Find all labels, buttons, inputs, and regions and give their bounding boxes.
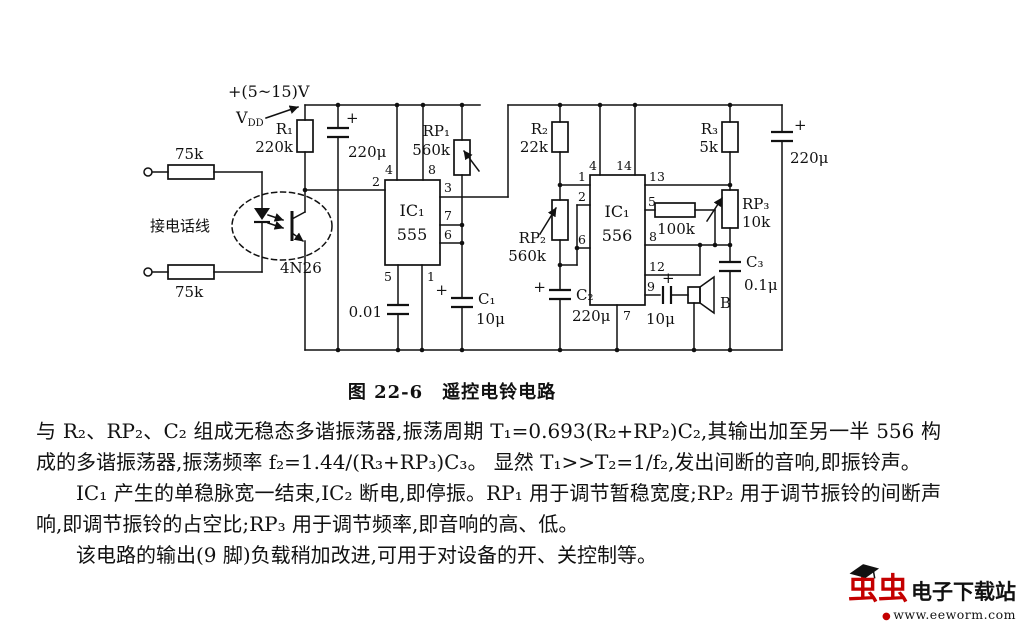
cap-right-plus: +	[794, 116, 807, 134]
c1-plus: +	[435, 281, 448, 299]
paragraph-1: 与 R₂、RP₂、C₂ 组成无稳态多谐振荡器,振荡周期 T₁=0.693(R₂+…	[36, 419, 941, 474]
capacitor-220u-left	[327, 102, 349, 353]
resistor-r2	[551, 102, 591, 201]
pin556-9: 9	[647, 279, 655, 294]
c2-plus: +	[533, 278, 546, 296]
r100k-label: 100k	[657, 220, 696, 238]
cap-left-value: 220μ	[348, 143, 387, 161]
cap-left-plus: +	[346, 109, 359, 127]
body-text: 与 R₂、RP₂、C₂ 组成无稳态多谐振荡器,振荡周期 T₁=0.693(R₂+…	[36, 416, 941, 571]
c001-label: 0.01	[349, 303, 382, 321]
resistor-r1	[296, 104, 386, 213]
capacitor-c3	[719, 260, 741, 353]
c1-label: C₁	[478, 290, 496, 308]
logo-bullet: ●	[881, 611, 892, 622]
c3-value: 0.1μ	[744, 276, 778, 294]
resistor-75k-bottom	[167, 264, 215, 280]
resistor-r3	[721, 102, 739, 191]
vdd-sub-label: DD	[248, 118, 264, 129]
r3-label: R₃	[701, 120, 718, 138]
c3-label: C₃	[746, 253, 764, 271]
ic556-model: 556	[602, 226, 633, 245]
pin555-1: 1	[427, 269, 435, 284]
resistor-75k-bottom-label: 75k	[175, 283, 204, 301]
resistor-75k-top-label: 75k	[175, 145, 204, 163]
led-icon	[254, 208, 270, 220]
rp3-value: 10k	[742, 213, 771, 231]
pin556-7: 7	[623, 308, 631, 323]
pin555-6: 6	[444, 227, 452, 242]
rp1-value: 560k	[412, 141, 451, 159]
speaker-icon	[687, 275, 715, 353]
optocoupler-label: 4N26	[280, 259, 322, 277]
pin556-12: 12	[649, 259, 665, 274]
r1-value: 220k	[255, 138, 294, 156]
supply-voltage-label: +(5~15)V	[228, 82, 310, 101]
vdd-label: V	[235, 108, 248, 127]
resistor-75k-top	[167, 164, 215, 180]
pin556-4: 4	[589, 158, 597, 173]
rp3-label: RP₃	[742, 195, 769, 213]
logo-brand: 虫虫	[848, 572, 908, 607]
logo-brand-suffix: 电子下载站	[911, 579, 1016, 604]
r3-value: 5k	[699, 138, 719, 156]
graduation-cap-icon	[848, 562, 881, 589]
ic556-name: IC₁	[605, 202, 630, 221]
ic-555	[384, 102, 509, 353]
pin556-6: 6	[578, 232, 586, 247]
speaker-label: B	[720, 294, 731, 312]
pin555-2: 2	[372, 174, 380, 189]
phone-line-label: 接电话线	[150, 217, 210, 235]
c10u-plus: +	[662, 269, 675, 287]
c2-value: 220μ	[572, 307, 611, 325]
c1-value: 10μ	[476, 310, 505, 328]
input-terminal-top	[143, 164, 263, 180]
potentiometer-rp1	[453, 102, 481, 299]
potentiometer-rp2	[538, 199, 591, 291]
pin556-1: 1	[578, 169, 586, 184]
r2-label: R₂	[531, 120, 548, 138]
rp1-label: RP₁	[423, 122, 450, 140]
c10u-value: 10μ	[646, 310, 675, 328]
figure-caption: 图 22-6 遥控电铃电路	[347, 382, 557, 403]
capacitor-220u-right	[771, 104, 793, 351]
capacitor-001	[387, 303, 409, 353]
r2-value: 22k	[520, 138, 549, 156]
rp2-value: 560k	[508, 247, 547, 265]
power-rails	[265, 104, 783, 351]
input-terminal-bottom	[143, 264, 263, 280]
pin556-14: 14	[616, 158, 632, 173]
logo-url-text: www.eeworm.com	[893, 607, 1016, 622]
cap-right-value: 220μ	[790, 149, 829, 167]
capacitor-c2	[549, 288, 571, 353]
site-logo: 虫虫 电子下载站 ●www.eeworm.com	[848, 564, 1016, 622]
pin556-5: 5	[648, 194, 656, 209]
vdd-label-group: VDD	[235, 108, 264, 129]
logo-url: ●www.eeworm.com	[848, 607, 1016, 622]
pin555-3: 3	[444, 180, 452, 195]
c2-label: C₂	[576, 286, 594, 304]
ic-556	[589, 102, 731, 353]
rp2-label: RP₂	[519, 229, 546, 247]
optocoupler-4n26	[231, 171, 333, 351]
pin556-2: 2	[578, 189, 586, 204]
potentiometer-rp3	[705, 189, 739, 263]
pin555-8: 8	[428, 162, 436, 177]
capacitor-10u	[661, 286, 689, 304]
circuit-schematic: +(5~15)V VDD 75k 75k 接电话线 4N26 R₁	[143, 82, 829, 353]
pin555-4: 4	[385, 162, 393, 177]
paragraph-2: IC₁ 产生的单稳脉宽一结束,IC₂ 断电,即停振。RP₁ 用于调节暂稳宽度;R…	[36, 481, 941, 536]
ic555-model: 555	[397, 225, 428, 244]
paragraph-3: 该电路的输出(9 脚)负载稍加改进,可用于对设备的开、关控制等。	[76, 543, 658, 567]
pin556-13: 13	[649, 169, 665, 184]
logo-row: 虫虫 电子下载站	[848, 564, 1016, 607]
pin556-8: 8	[649, 229, 657, 244]
r1-label: R₁	[276, 120, 293, 138]
ic555-name: IC₁	[400, 201, 425, 220]
pin555-7: 7	[444, 208, 452, 223]
book-page: +(5~15)V VDD 75k 75k 接电话线 4N26 R₁	[36, 82, 1016, 622]
pin555-5: 5	[384, 269, 392, 284]
capacitor-c1	[451, 296, 473, 353]
